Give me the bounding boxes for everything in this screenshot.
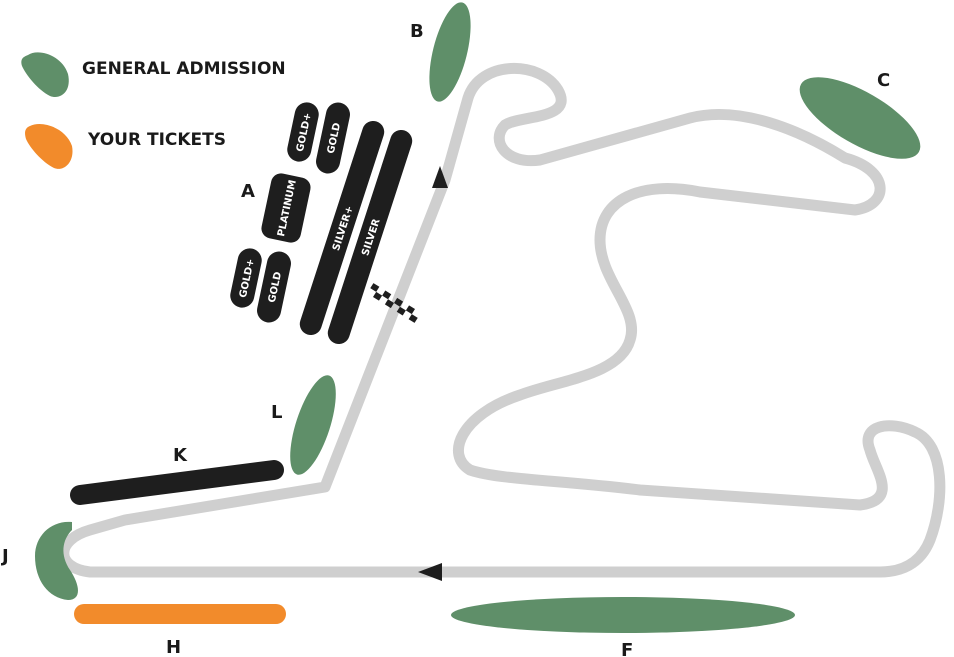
zone-l-area[interactable] bbox=[281, 370, 345, 479]
stand-gold-plus-bottom[interactable]: GOLD+ bbox=[228, 246, 264, 310]
zone-c-area[interactable] bbox=[788, 61, 932, 174]
zone-l-label: L bbox=[271, 402, 282, 423]
zone-h-label: H bbox=[166, 637, 181, 657]
grandstand-k[interactable] bbox=[70, 460, 284, 505]
legend-general-admission-swatch bbox=[21, 52, 69, 98]
zone-j-label: J bbox=[0, 546, 9, 567]
race-track bbox=[58, 63, 946, 578]
checkered-flag-icon bbox=[370, 283, 418, 323]
zone-f-label: F bbox=[621, 640, 633, 657]
arrow-left-icon bbox=[418, 563, 442, 581]
zone-h-area[interactable] bbox=[74, 604, 286, 624]
stand-gold-top[interactable]: GOLD bbox=[314, 100, 352, 175]
legend-general-admission-label: GENERAL ADMISSION bbox=[82, 59, 286, 79]
zone-j-area[interactable] bbox=[35, 521, 78, 600]
legend-your-tickets-swatch bbox=[25, 124, 73, 169]
grandstand-a: GOLD+ GOLD PLATINUM GOLD+ GOLD SILVER+ S… bbox=[228, 100, 415, 347]
zone-c-label: C bbox=[877, 70, 890, 91]
stand-gold-bottom[interactable]: GOLD bbox=[255, 249, 293, 324]
stand-gold-plus-top[interactable]: GOLD+ bbox=[285, 100, 321, 164]
stand-platinum[interactable]: PLATINUM bbox=[260, 172, 313, 245]
legend: GENERAL ADMISSION YOUR TICKETS bbox=[21, 52, 286, 169]
zone-b-label: B bbox=[410, 21, 424, 42]
zone-f-area[interactable] bbox=[451, 597, 795, 633]
legend-your-tickets-label: YOUR TICKETS bbox=[87, 130, 226, 150]
zone-b-area[interactable] bbox=[421, 0, 479, 106]
zone-k-label: K bbox=[173, 445, 188, 466]
arrow-up-icon bbox=[432, 166, 448, 188]
zone-a-label: A bbox=[241, 181, 255, 202]
stand-silver[interactable]: SILVER bbox=[325, 127, 415, 347]
